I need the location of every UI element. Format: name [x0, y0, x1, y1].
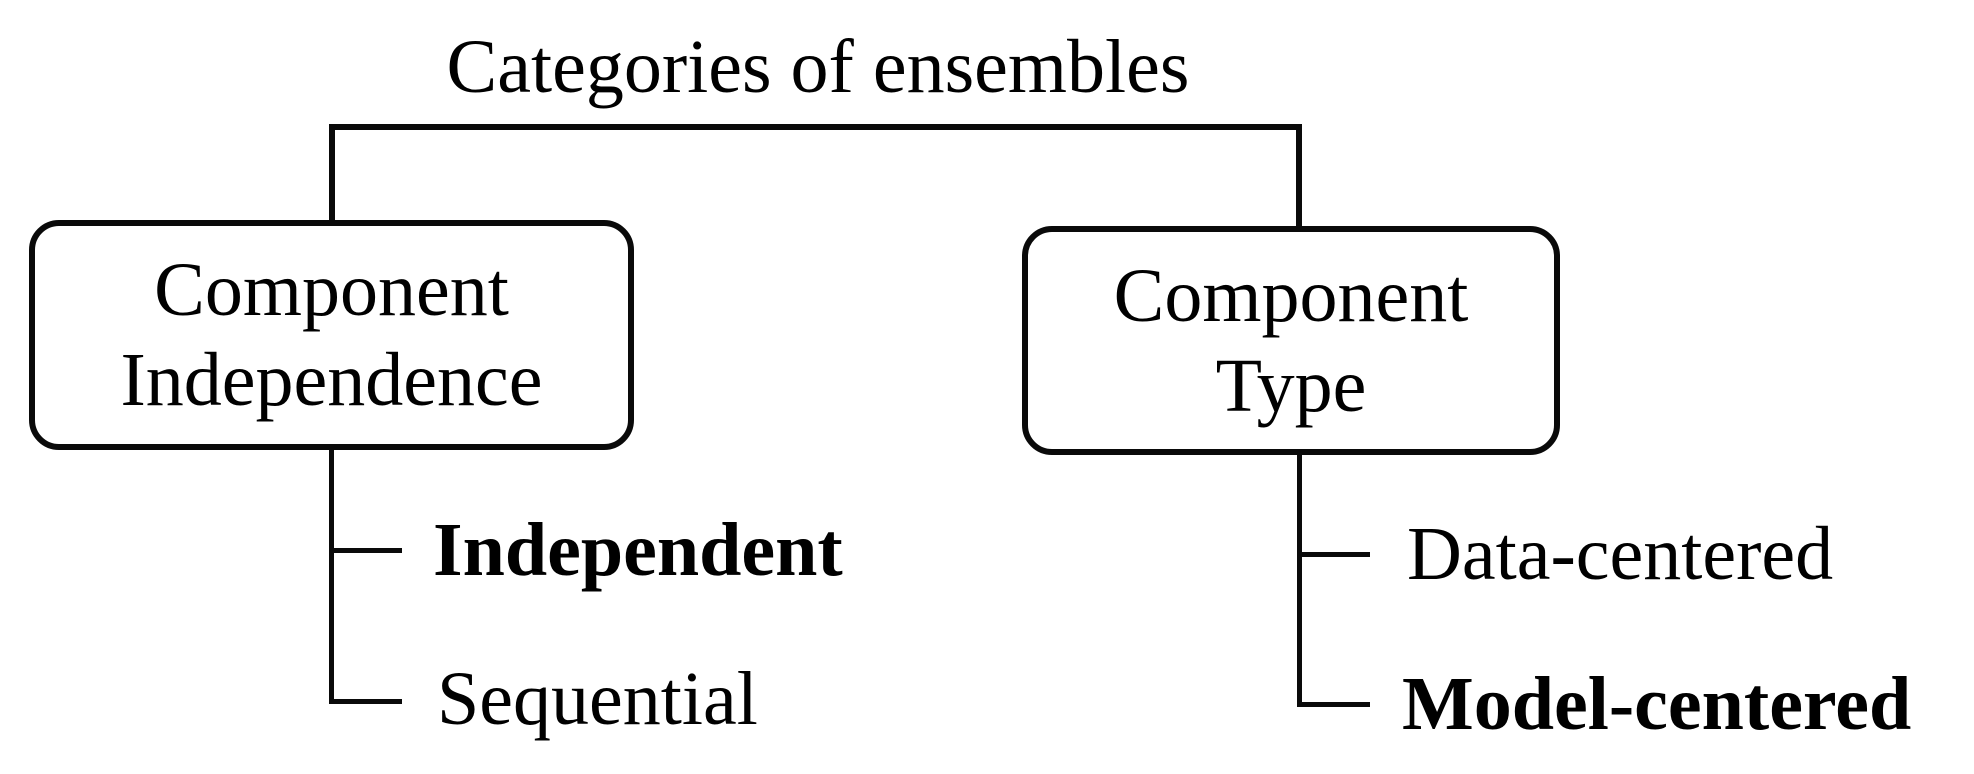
node-label-line1: Component: [1113, 253, 1469, 338]
right-subtree-tick-model-centered: [1297, 702, 1370, 707]
leaf-label-sequential: Sequential: [437, 657, 758, 741]
left-subtree-tick-independent: [329, 548, 402, 553]
right-subtree-tick-data-centered: [1297, 552, 1370, 557]
node-component-type-label: Component Type: [1114, 251, 1469, 431]
node-component-independence: Component Independence: [29, 220, 634, 450]
node-component-type: Component Type: [1022, 226, 1560, 455]
right-subtree-stem: [1297, 455, 1302, 707]
leaf-label-model-centered: Model-centered: [1402, 662, 1912, 746]
node-label-line2: Independence: [120, 338, 543, 422]
connector-right-drop: [1296, 124, 1302, 230]
leaf-label-data-centered: Data-centered: [1407, 512, 1834, 596]
left-subtree-stem: [329, 450, 334, 704]
leaf-label-independent: Independent: [433, 508, 843, 592]
connector-top-horizontal: [329, 124, 1302, 130]
left-subtree-tick-sequential: [329, 699, 402, 704]
node-label-line2: Type: [1215, 343, 1367, 428]
diagram-title: Categories of ensembles: [446, 25, 1190, 109]
node-label-line1: Component: [154, 248, 509, 332]
node-component-independence-label: Component Independence: [121, 245, 543, 425]
connector-left-drop: [329, 124, 335, 224]
